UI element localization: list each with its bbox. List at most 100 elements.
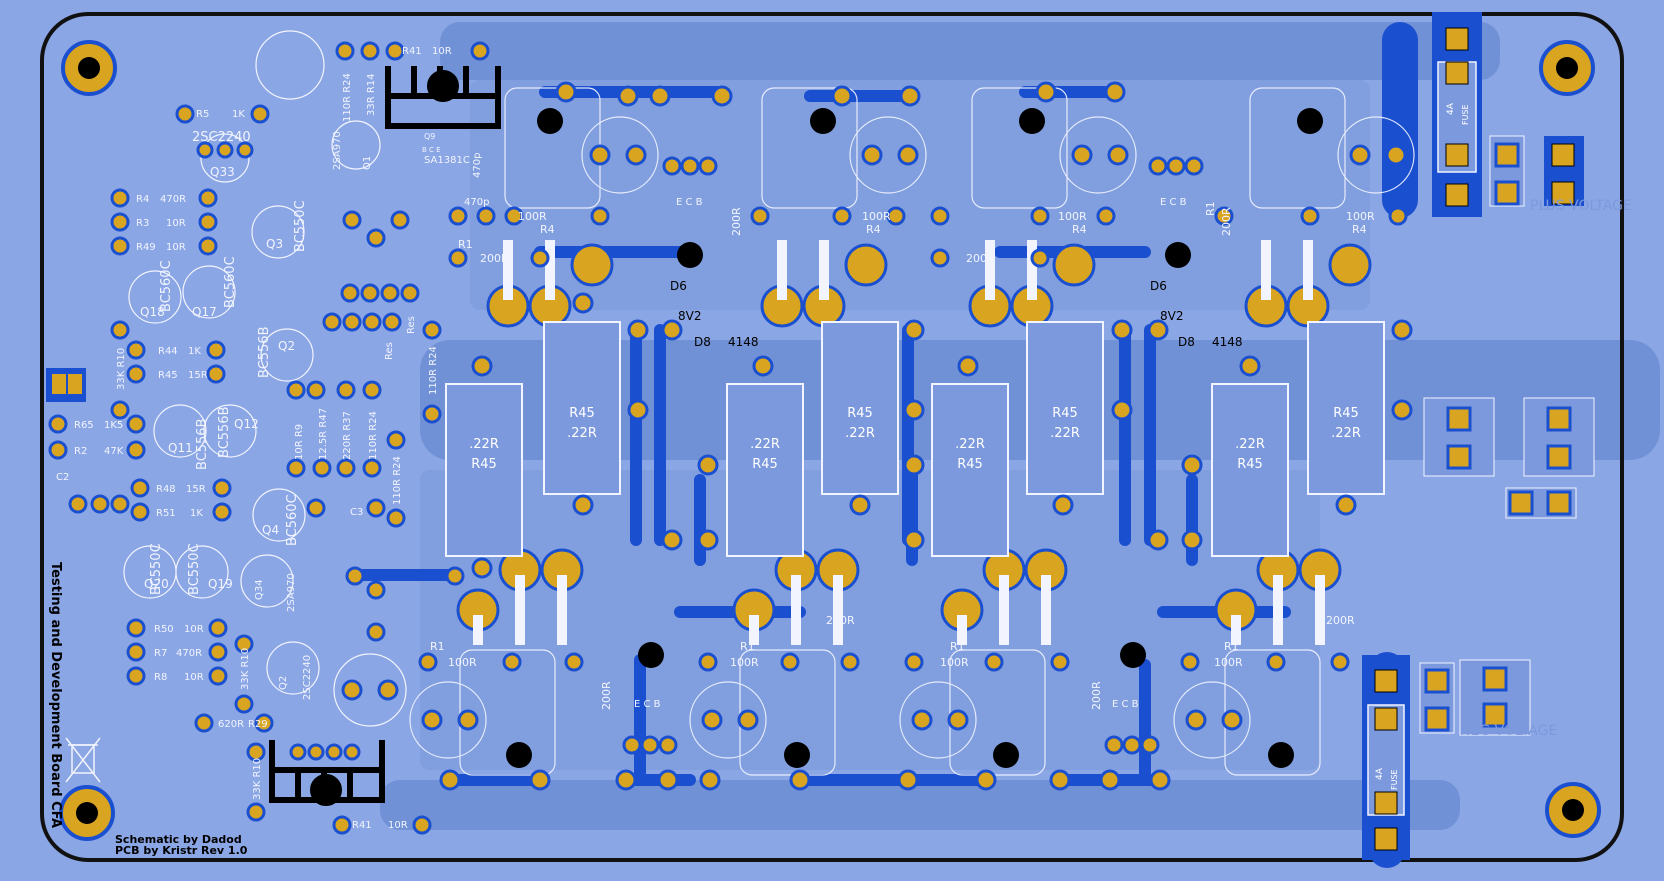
- svg-text:8V2: 8V2: [678, 309, 701, 323]
- svg-text:200R: 200R: [826, 614, 855, 627]
- svg-text:4A: 4A: [1375, 767, 1385, 780]
- svg-text:200R: 200R: [1326, 614, 1355, 627]
- mounting-hole-tl: [61, 40, 117, 96]
- svg-text:D8: D8: [1178, 335, 1195, 349]
- resistor-block-5: .22R R45: [931, 383, 1009, 557]
- svg-text:Q2: Q2: [278, 676, 289, 690]
- small-signal-transistors: [123, 30, 407, 727]
- svg-text:FUSE: FUSE: [1390, 769, 1399, 790]
- svg-text:R45: R45: [957, 457, 983, 472]
- svg-text:200R: 200R: [1090, 681, 1103, 710]
- svg-text:1K: 1K: [190, 508, 203, 519]
- svg-text:Q18: Q18: [140, 305, 165, 319]
- svg-text:110R R24: 110R R24: [392, 456, 403, 505]
- svg-text:R41: R41: [352, 820, 372, 831]
- connector-pads: PLUS VOLTAGE NEG VOLTAGE: [46, 135, 1632, 739]
- svg-text:SA1381C: SA1381C: [424, 155, 470, 166]
- svg-text:R7: R7: [154, 648, 167, 659]
- svg-text:R49: R49: [136, 242, 156, 253]
- resistor-block-4: R45 .22R: [821, 321, 899, 495]
- fuse-top: 4A FUSE: [1432, 12, 1482, 217]
- svg-text:R1: R1: [1204, 201, 1217, 216]
- svg-text:100R: 100R: [1346, 210, 1375, 223]
- board-title: Testing and Development Board CFA: [48, 562, 63, 828]
- svg-text:.22R: .22R: [845, 426, 875, 441]
- power-pads-upper: [486, 243, 1372, 328]
- svg-text:.22R: .22R: [567, 426, 597, 441]
- svg-text:C2: C2: [56, 472, 69, 483]
- svg-text:110R R24: 110R R24: [428, 346, 439, 395]
- svg-text:47K: 47K: [104, 446, 124, 457]
- svg-text:E C B: E C B: [676, 197, 703, 208]
- svg-text:R29: R29: [248, 719, 268, 730]
- svg-text:BC550C: BC550C: [293, 200, 308, 252]
- svg-text:Q17: Q17: [192, 305, 217, 319]
- svg-text:.22R: .22R: [469, 437, 499, 452]
- svg-text:.22R: .22R: [750, 437, 780, 452]
- svg-text:NEG VOLTAGE: NEG VOLTAGE: [1460, 723, 1557, 739]
- svg-text:R4: R4: [866, 223, 881, 236]
- svg-text:12.5R R47: 12.5R R47: [318, 408, 329, 460]
- svg-text:.22R: .22R: [1331, 426, 1361, 441]
- mounting-holes: [59, 40, 1601, 841]
- svg-text:Q12: Q12: [234, 417, 259, 431]
- svg-text:D6: D6: [670, 279, 687, 293]
- svg-text:Res: Res: [406, 316, 417, 334]
- svg-text:R45: R45: [847, 406, 873, 421]
- svg-text:BC550C: BC550C: [149, 543, 164, 595]
- svg-text:2SC2240: 2SC2240: [192, 130, 251, 145]
- svg-text:R8: R8: [154, 672, 167, 683]
- left-pads: [48, 41, 490, 835]
- svg-text:100R: 100R: [940, 656, 969, 669]
- svg-text:Q19: Q19: [208, 577, 233, 591]
- fuse-bottom: 4A FUSE: [1362, 655, 1410, 860]
- svg-text:R41: R41: [402, 46, 422, 57]
- svg-text:B C E: B C E: [422, 146, 441, 154]
- svg-text:2SA970: 2SA970: [332, 131, 343, 170]
- credit-schematic: Schematic by Dadod: [115, 833, 242, 846]
- svg-text:33K R10: 33K R10: [252, 758, 263, 800]
- svg-text:R1: R1: [1224, 640, 1239, 653]
- resistor-block-2: R45.22R: [543, 321, 621, 495]
- svg-text:BC556B: BC556B: [257, 327, 272, 379]
- svg-text:R45: R45: [158, 370, 178, 381]
- svg-text:R4: R4: [1352, 223, 1367, 236]
- svg-text:R1: R1: [430, 640, 445, 653]
- svg-text:15R: 15R: [188, 370, 208, 381]
- svg-text:Q4: Q4: [262, 523, 279, 537]
- svg-text:Q34: Q34: [254, 579, 265, 600]
- svg-text:BC560C: BC560C: [223, 256, 238, 308]
- weee-bin-icon: [65, 737, 101, 783]
- svg-text:10R: 10R: [166, 242, 186, 253]
- mounting-hole-br: [1545, 782, 1601, 838]
- svg-text:R4: R4: [1072, 223, 1087, 236]
- svg-text:100R: 100R: [862, 210, 891, 223]
- svg-text:R45: R45: [471, 457, 497, 472]
- resistor-block-6: R45.22R: [1026, 321, 1104, 495]
- svg-text:R48: R48: [156, 484, 176, 495]
- board-outline: [40, 12, 1624, 862]
- svg-text:R4: R4: [540, 223, 555, 236]
- svg-text:470p: 470p: [464, 197, 489, 208]
- svg-text:2SC2240: 2SC2240: [302, 655, 313, 700]
- resistor-block-8: R45 .22R: [1307, 321, 1385, 495]
- svg-text:R45: R45: [1333, 406, 1359, 421]
- svg-text:200R: 200R: [1220, 207, 1233, 236]
- svg-text:FUSE: FUSE: [1461, 104, 1470, 125]
- svg-text:200R: 200R: [966, 252, 995, 265]
- svg-text:10R: 10R: [388, 820, 408, 831]
- svg-text:220R R37: 220R R37: [342, 411, 353, 460]
- svg-text:BC556B: BC556B: [195, 419, 210, 471]
- svg-text:10R: 10R: [432, 46, 452, 57]
- svg-text:1K5: 1K5: [104, 420, 123, 431]
- svg-text:BC556B: BC556B: [217, 407, 232, 459]
- svg-text:620R: 620R: [218, 719, 244, 730]
- transistor-mount-holes: [506, 108, 1323, 768]
- svg-text:Q2: Q2: [278, 339, 295, 353]
- svg-text:R44: R44: [158, 346, 178, 357]
- svg-text:.22R: .22R: [955, 437, 985, 452]
- svg-text:R4: R4: [136, 194, 149, 205]
